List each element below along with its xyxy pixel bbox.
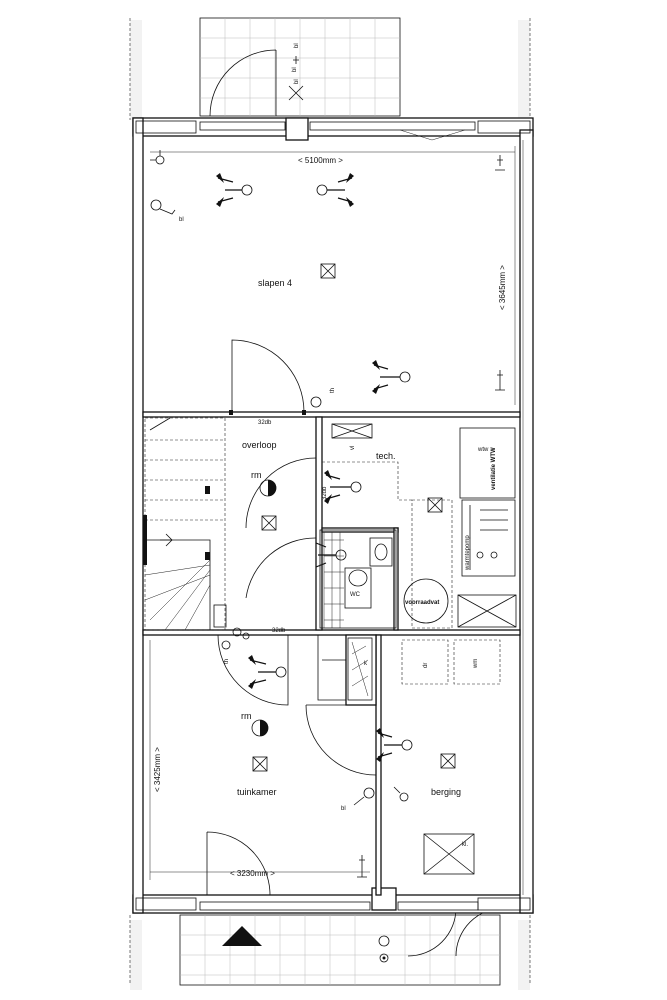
double-outlet-icon [372, 360, 411, 394]
double-outlet-icon [316, 173, 354, 207]
dimension-lines [149, 146, 516, 880]
light-symbols [252, 263, 456, 772]
storage-fixtures [401, 639, 501, 875]
wc-fixtures [323, 532, 393, 628]
door-bedroom [229, 339, 306, 415]
smoke-detector-label-2: rm [241, 711, 252, 721]
room-label-storage: berging [431, 787, 461, 797]
label-ventilation: ventilatie WTW [491, 447, 497, 490]
svg-text:bl: bl [294, 43, 300, 48]
switch-icon [150, 150, 165, 165]
door-storage [317, 635, 373, 701]
ceiling-light-icon [320, 263, 336, 279]
switch-icon [221, 640, 231, 650]
room-label-landing: overloop [242, 440, 277, 450]
dimension-bedroom-width: < 5100mm > [298, 156, 343, 165]
th-label-2: th [224, 659, 230, 664]
ceiling-light-icon [427, 497, 443, 513]
wtw-label: wtw [477, 447, 489, 453]
tech-equipment [322, 423, 517, 629]
door-rating-1: 32db [258, 420, 272, 426]
ceiling-light-icon [261, 515, 277, 531]
double-outlet-icon [216, 173, 253, 207]
bl-label-1: bl [179, 217, 184, 223]
door-rating-3: 32db [322, 486, 328, 500]
switch-icon [495, 370, 505, 391]
wm-label: wm [473, 659, 479, 669]
room-label-toilet: WC [350, 592, 361, 598]
label-storage-tank: voorraadvat [405, 600, 439, 606]
terrace-bottom [179, 907, 505, 986]
dimension-garden-room-width: < 3230mm > [230, 869, 275, 878]
door-garden-room [206, 634, 377, 896]
exterior-walls [132, 117, 534, 914]
smoke-detector-icon [259, 479, 277, 497]
dimension-garden-room-depth: < 3425mm > [153, 747, 162, 792]
bl-label-3: bl [292, 67, 298, 72]
switch-icon [150, 199, 176, 215]
switch-icon [393, 786, 409, 802]
k-label: k [364, 661, 368, 667]
switch-icon [353, 787, 375, 806]
dimension-bedroom-depth: < 3645mm > [498, 265, 507, 310]
double-outlet-icon [248, 655, 287, 689]
vl-label: vl [350, 446, 356, 450]
room-label-garden-room: tuinkamer [237, 787, 277, 797]
interior-walls [142, 411, 521, 896]
room-label-technical: tech. [376, 451, 396, 461]
smoke-detector-label-1: rm [251, 470, 262, 480]
staircase [143, 417, 250, 640]
windows-top [199, 117, 476, 141]
entrance-triangle-icon [222, 926, 262, 946]
double-outlet-icon [315, 542, 347, 568]
kl-label: kl. [462, 842, 468, 848]
door-landing [245, 457, 317, 608]
balcony-top: bl bl [199, 17, 401, 117]
switch-icon [357, 855, 367, 878]
ceiling-light-icon [440, 753, 456, 769]
ceiling-light-icon [252, 756, 268, 772]
outlet-symbols [150, 150, 505, 878]
room-label-bedroom: slapen 4 [258, 278, 292, 288]
switch-icon [310, 396, 322, 408]
smoke-detector-icon [251, 719, 269, 737]
double-outlet-icon [324, 470, 362, 504]
switch-icon [495, 155, 505, 171]
dr-label: dr [423, 663, 429, 668]
bl-label-2: bl [341, 806, 346, 812]
svg-text:bl: bl [294, 79, 300, 84]
double-outlet-icon [376, 728, 413, 762]
exterior-ground [129, 18, 531, 990]
door-rating-2: 32db [272, 628, 286, 634]
label-heat-pump: warmtepomp [465, 535, 471, 571]
th-label-1: th [330, 388, 336, 393]
